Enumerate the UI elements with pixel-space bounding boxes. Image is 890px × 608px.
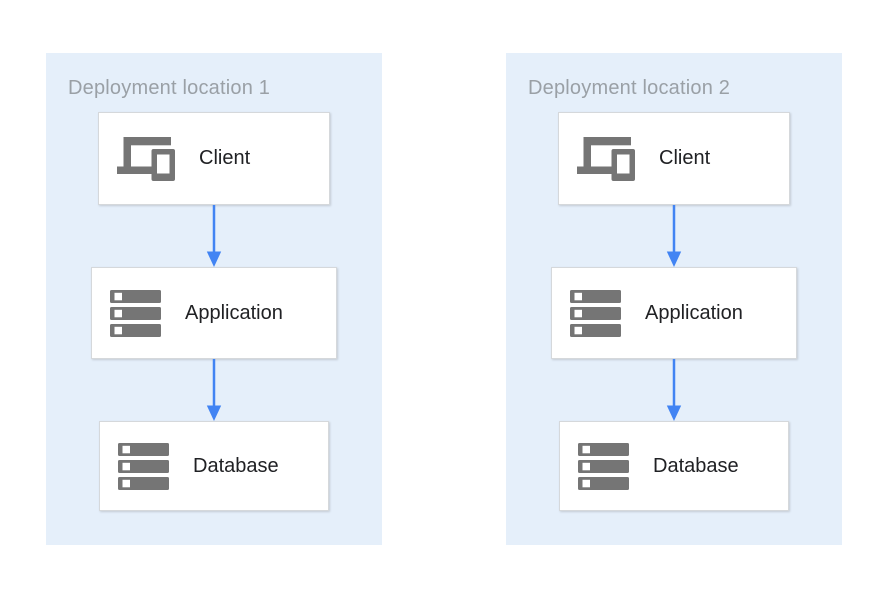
client-node: Client bbox=[98, 112, 330, 205]
storage-icon bbox=[118, 442, 169, 490]
panel-title: Deployment location 1 bbox=[68, 77, 271, 99]
database-node: Database bbox=[99, 421, 329, 511]
database-node-label: Database bbox=[653, 454, 739, 477]
storage-icon bbox=[110, 289, 161, 337]
devices-icon bbox=[117, 136, 175, 181]
arrow-client-to-application bbox=[666, 205, 682, 267]
deployment-location-2-panel: Deployment location 2 Client bbox=[506, 53, 842, 545]
application-node-label: Application bbox=[645, 301, 743, 324]
storage-icon bbox=[578, 442, 629, 490]
panel-title: Deployment location 2 bbox=[528, 77, 731, 99]
client-node: Client bbox=[558, 112, 790, 205]
devices-icon bbox=[577, 136, 635, 181]
arrow-client-to-application bbox=[206, 205, 222, 267]
client-node-label: Client bbox=[659, 147, 711, 169]
client-node-label: Client bbox=[199, 147, 251, 169]
application-node: Application bbox=[551, 267, 797, 359]
database-node-label: Database bbox=[193, 454, 279, 477]
database-node: Database bbox=[559, 421, 789, 511]
deployment-location-1-panel: Deployment location 1 Client bbox=[46, 53, 382, 545]
arrow-application-to-database bbox=[666, 359, 682, 421]
storage-icon bbox=[570, 289, 621, 337]
application-node: Application bbox=[91, 267, 337, 359]
application-node-label: Application bbox=[185, 301, 283, 324]
arrow-application-to-database bbox=[206, 359, 222, 421]
